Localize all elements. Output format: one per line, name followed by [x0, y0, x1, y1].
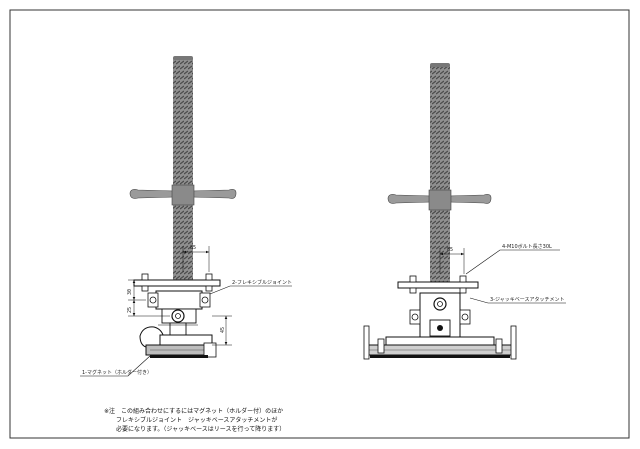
right-screw-shaft: [430, 65, 450, 283]
left-top-plate: [133, 279, 221, 287]
left-dim-left-lower: 25: [127, 307, 133, 313]
left-view: 85 30 25 45 2-フレキシブルジョイント 1-マグネット（ホルダー付き…: [80, 56, 292, 377]
left-screw-cap: [173, 56, 193, 60]
note-line-3: 必要になります。（ジャッキベースはリースを行って降ります）: [116, 425, 285, 433]
right-handle-hub: [428, 189, 452, 211]
note-block: ※注 この組み合わせにするにはマグネット（ホルダー付）のほか フレキシブルジョイ…: [104, 407, 285, 433]
note-line-2: フレキシブルジョイント ジャッキベースアタッチメントが: [116, 416, 277, 424]
right-top-plate: [397, 281, 479, 289]
callout-bolt: 4-M10ボルト長さ30L: [502, 243, 552, 250]
left-handle-hub: [171, 184, 195, 206]
right-base-upper: [385, 336, 495, 346]
left-magnet-holder: [139, 326, 165, 348]
right-screw-cap: [430, 63, 450, 67]
left-dim-right: 45: [220, 327, 226, 333]
note-line-1: ※注 この組み合わせにするにはマグネット（ホルダー付）のほか: [104, 407, 283, 415]
right-dim-top: 85: [447, 247, 453, 253]
left-joint-body: [155, 290, 203, 310]
left-screw-shaft: [173, 58, 193, 280]
left-dim-left-upper: 30: [127, 289, 133, 295]
callout-flexible-joint: 2-フレキシブルジョイント: [232, 279, 292, 286]
callout-magnet: 1-マグネット（ホルダー付き）: [82, 369, 152, 376]
left-dim-top: 85: [190, 245, 196, 251]
callout-attachment: 3-ジャッキベースアタッチメント: [490, 296, 565, 303]
right-view: 85 4-M10ボルト長さ30L 3-ジャッキベースアタッチメント: [363, 63, 566, 360]
drawing-frame: [9, 9, 630, 439]
